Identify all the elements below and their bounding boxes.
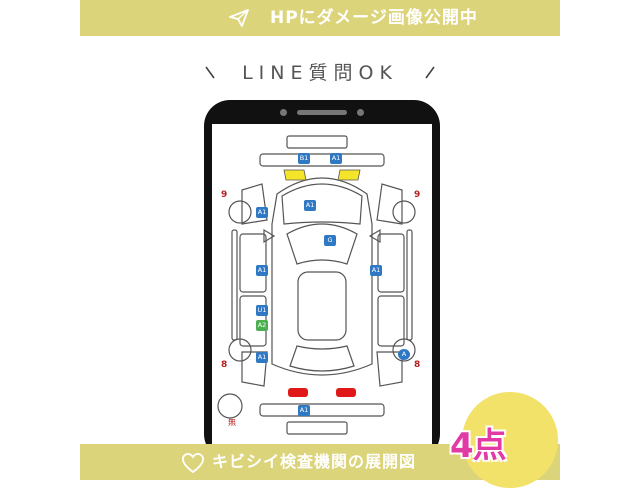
tag-hood: A1 xyxy=(304,200,316,211)
front-left-light xyxy=(283,169,307,181)
front-right-light xyxy=(337,169,361,181)
tag-left-front-fender: A1 xyxy=(256,207,268,218)
bottom-banner-text: キビシイ検査機関の展開図 xyxy=(212,452,417,471)
top-banner: HPにダメージ画像公開中 xyxy=(80,0,560,36)
tag-right-rear-wheel: A xyxy=(398,349,410,360)
tag-left-front-door: A1 xyxy=(256,265,268,276)
tag-left-rear-door-top: U1 xyxy=(256,305,268,316)
none-label: 無 xyxy=(228,418,236,427)
severity-front-right: 9 xyxy=(414,190,421,200)
right-accent-icon xyxy=(425,66,435,79)
rear-right-light xyxy=(336,388,356,397)
tag-windshield: G xyxy=(324,235,336,246)
headline: LINE質問OK xyxy=(242,62,398,84)
score-badge-text: 4点 xyxy=(450,426,507,466)
car-diagram: B1 A1 A1 G A1 A1 U1 A2 A1 A1 A A1 9 9 8 … xyxy=(212,124,432,460)
tag-left-rear-door-bottom: A2 xyxy=(256,320,268,331)
left-accent-icon xyxy=(205,66,215,79)
heart-icon xyxy=(181,453,205,474)
camera-dot xyxy=(280,109,287,116)
speaker-slot xyxy=(297,110,347,115)
tag-front-left: B1 xyxy=(298,153,310,164)
score-badge-circle xyxy=(462,392,558,488)
severity-rear-left: 8 xyxy=(221,360,228,370)
phone-frame: B1 A1 A1 G A1 A1 U1 A2 A1 A1 A A1 9 9 8 … xyxy=(204,100,440,460)
sensor-dot xyxy=(357,109,364,116)
tag-front-right: A1 xyxy=(330,153,342,164)
tag-right-front-door: A1 xyxy=(370,265,382,276)
top-banner-text: HPにダメージ画像公開中 xyxy=(270,8,478,28)
tag-left-rear-fender: A1 xyxy=(256,352,268,363)
severity-rear-right: 8 xyxy=(414,360,421,370)
car-outline-diagram xyxy=(217,135,416,435)
paper-plane-icon xyxy=(229,9,249,27)
severity-front-left: 9 xyxy=(221,190,228,200)
tag-rear-bumper: A1 xyxy=(298,405,310,416)
rear-left-light xyxy=(288,388,308,397)
